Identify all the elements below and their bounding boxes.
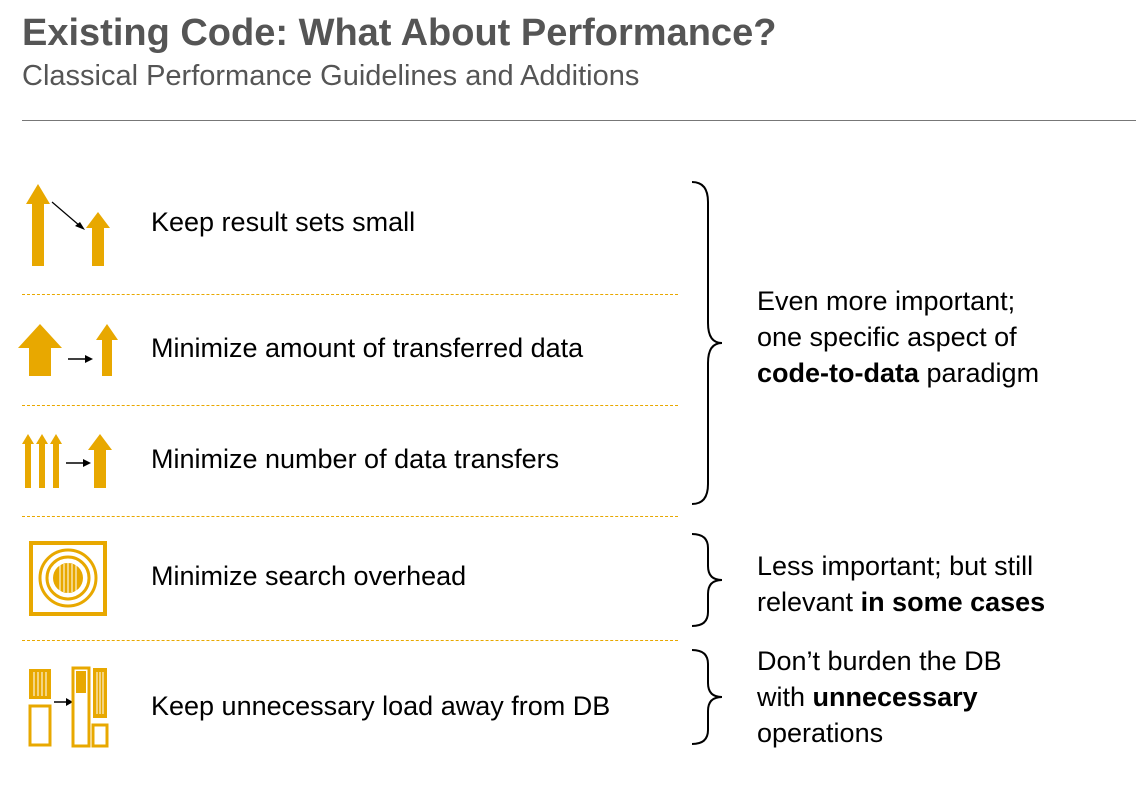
note-emphasis: in some cases [860, 587, 1046, 617]
note-unnecessary-operations: Don’t burden the DB with unnecessary ope… [757, 643, 1002, 751]
shrinking-arrows-icon [26, 184, 110, 266]
note-line: with unnecessary [757, 679, 1002, 715]
note-line: code-to-data paradigm [757, 355, 1039, 391]
group-brace-3 [691, 649, 723, 745]
page-subtitle: Classical Performance Guidelines and Add… [22, 60, 640, 92]
note-line: Less important; but still [757, 551, 1034, 581]
offload-blocks-icon [28, 666, 109, 748]
wide-to-narrow-arrow-icon [18, 324, 118, 376]
note-emphasis: unnecessary [812, 682, 978, 712]
header-divider [22, 120, 1136, 121]
row-divider [22, 294, 678, 295]
note-code-to-data: Even more important; one specific aspect… [757, 283, 1039, 391]
page-title: Existing Code: What About Performance? [22, 12, 777, 54]
note-line: relevant in some cases [757, 584, 1045, 620]
note-line: one specific aspect of [757, 322, 1017, 352]
multiple-to-single-arrow-icon [22, 434, 112, 488]
note-text: relevant [757, 587, 861, 617]
group-brace-1 [691, 181, 723, 505]
note-emphasis: code-to-data [757, 358, 919, 388]
row-divider [22, 516, 678, 517]
row-divider [22, 405, 678, 406]
index-target-icon [29, 541, 107, 616]
note-line: Don’t burden the DB [757, 646, 1002, 676]
note-line: operations [757, 718, 884, 748]
group-brace-2 [691, 533, 723, 627]
row-divider [22, 640, 678, 641]
note-text: with [757, 682, 813, 712]
guideline-label-unnecessary-load: Keep unnecessary load away from DB [151, 691, 611, 721]
guideline-label-search-overhead: Minimize search overhead [151, 561, 467, 591]
note-line: Even more important; [757, 286, 1016, 316]
note-text: paradigm [919, 358, 1040, 388]
guideline-label-transferred-data: Minimize amount of transferred data [151, 333, 584, 363]
note-some-cases: Less important; but still relevant in so… [757, 548, 1045, 620]
guideline-label-result-sets: Keep result sets small [151, 207, 416, 237]
guideline-label-number-of-transfers: Minimize number of data transfers [151, 444, 560, 474]
